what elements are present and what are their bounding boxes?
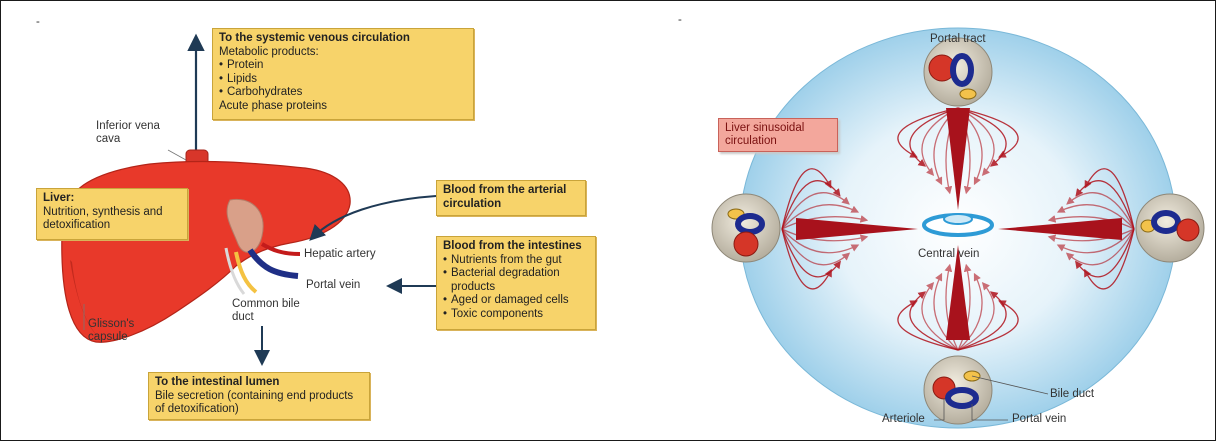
portal-tract-bottom bbox=[923, 355, 993, 425]
systemic-box-title: To the systemic venous circulation bbox=[219, 32, 410, 44]
flow-arrow bbox=[781, 228, 869, 243]
systemic-bullet: Protein bbox=[219, 59, 467, 73]
flow-arrow bbox=[1084, 228, 1135, 290]
flow-arrow bbox=[781, 228, 860, 254]
flow-arrow bbox=[781, 228, 832, 290]
portal-vein-vessel bbox=[247, 248, 299, 279]
bile-duct-vessel bbox=[234, 251, 258, 294]
flow-arrow bbox=[1047, 228, 1135, 243]
flow-arrow bbox=[957, 272, 983, 351]
flow-arrow bbox=[909, 107, 959, 167]
liver-box-text: Nutrition, synthesis and detoxification bbox=[43, 205, 163, 232]
flow-arrow bbox=[781, 228, 851, 266]
systemic-bullet: Lipids bbox=[219, 73, 467, 87]
flow-arrow bbox=[921, 282, 959, 351]
intestines-bullet: Aged or damaged cells bbox=[443, 294, 589, 308]
flow-wedge-right bbox=[998, 218, 1122, 240]
lumen-box-text: Bile secretion (containing end products … bbox=[155, 389, 354, 416]
sinusoidal-label-text: Liver sinusoidal circulation bbox=[725, 122, 805, 147]
portal-tract-right bbox=[1135, 193, 1205, 263]
panel-dash: - bbox=[36, 16, 40, 28]
arterial-circulation-box: Blood from the arterial circulation bbox=[436, 180, 586, 216]
hepatic-artery-label: Hepatic artery bbox=[304, 248, 376, 260]
arterial-box-title: Blood from the arterial circulation bbox=[443, 184, 567, 210]
flow-arrow bbox=[1047, 215, 1135, 230]
central-vein-label: Central vein bbox=[918, 248, 980, 260]
flow-arrow bbox=[1084, 168, 1135, 230]
bile-duct-label: Bile duct bbox=[1050, 388, 1095, 400]
panel-dash: - bbox=[678, 14, 682, 26]
intestines-box-title: Blood from the intestines bbox=[443, 240, 582, 252]
systemic-box-line2: Acute phase proteins bbox=[219, 99, 328, 112]
lumen-box-title: To the intestinal lumen bbox=[155, 376, 280, 388]
flow-arrow bbox=[1075, 180, 1135, 230]
liver-box-title: Liver: bbox=[43, 192, 75, 204]
flow-arrow bbox=[1066, 192, 1135, 230]
sinusoidal-flow-arrows bbox=[781, 107, 1135, 351]
flow-arrow bbox=[933, 272, 959, 351]
flow-arrow bbox=[1056, 228, 1135, 254]
lobule-diagram: - bbox=[600, 0, 1216, 441]
liver-box: Liver: Nutrition, synthesis and detoxifi… bbox=[36, 188, 188, 240]
sinusoidal-circulation-label: Liver sinusoidal circulation bbox=[718, 118, 838, 152]
flow-arrow bbox=[957, 107, 1007, 167]
flow-arrow bbox=[1056, 204, 1135, 230]
intestines-bullet: Nutrients from the gut bbox=[443, 254, 589, 268]
flow-arrow bbox=[897, 300, 959, 351]
portal-vein-label: Portal vein bbox=[306, 279, 361, 291]
flow-arrow bbox=[781, 168, 832, 230]
flow-wedge-left bbox=[796, 218, 918, 240]
flow-arrow bbox=[1065, 228, 1135, 266]
flow-wedge-top bbox=[946, 108, 970, 210]
common-bile-duct-label: Common bile duct bbox=[232, 298, 300, 323]
intestines-bullet: Toxic components bbox=[443, 308, 589, 322]
flow-arrow bbox=[957, 263, 972, 351]
flow-arrow bbox=[781, 204, 860, 230]
flow-wedge-bottom bbox=[946, 245, 970, 340]
portal-tract-left bbox=[711, 193, 781, 263]
portal-vein-label: Portal vein bbox=[1012, 413, 1067, 425]
intestines-box: Blood from the intestines Nutrients from… bbox=[436, 236, 596, 330]
flow-arrow bbox=[909, 291, 959, 351]
portal-tract-label: Portal tract bbox=[930, 33, 986, 45]
systemic-circulation-box: To the systemic venous circulation Metab… bbox=[212, 28, 474, 120]
liver-lobule-illustration bbox=[711, 27, 1205, 429]
glissons-capsule-label: Glisson's capsule bbox=[88, 318, 135, 343]
systemic-bullet: Carbohydrates bbox=[219, 86, 467, 100]
flow-arrow bbox=[957, 300, 1019, 351]
portal-tract-top bbox=[923, 37, 993, 107]
arteriole-label: Arteriole bbox=[882, 413, 925, 425]
flow-arrow bbox=[897, 107, 959, 158]
flow-arrow bbox=[957, 282, 995, 351]
arterial-arrow bbox=[309, 195, 437, 241]
flow-arrow bbox=[781, 228, 841, 278]
flow-arrow bbox=[781, 180, 841, 230]
intestines-bullet: Bacterial degradation products bbox=[443, 267, 589, 294]
hepatic-artery-vessel bbox=[260, 242, 301, 256]
flow-arrow bbox=[781, 192, 850, 230]
flow-arrow bbox=[957, 107, 1019, 158]
intestinal-lumen-box: To the intestinal lumen Bile secretion (… bbox=[148, 372, 370, 420]
flow-arrow bbox=[1075, 228, 1135, 278]
liver-function-diagram: - To the systemic venous circulation Met… bbox=[0, 0, 600, 441]
flow-arrow bbox=[957, 291, 1007, 351]
flow-arrow bbox=[944, 263, 959, 351]
flow-arrow bbox=[781, 215, 869, 230]
ivc-label: Inferior vena cava bbox=[96, 120, 160, 145]
systemic-box-line1: Metabolic products: bbox=[219, 45, 319, 58]
